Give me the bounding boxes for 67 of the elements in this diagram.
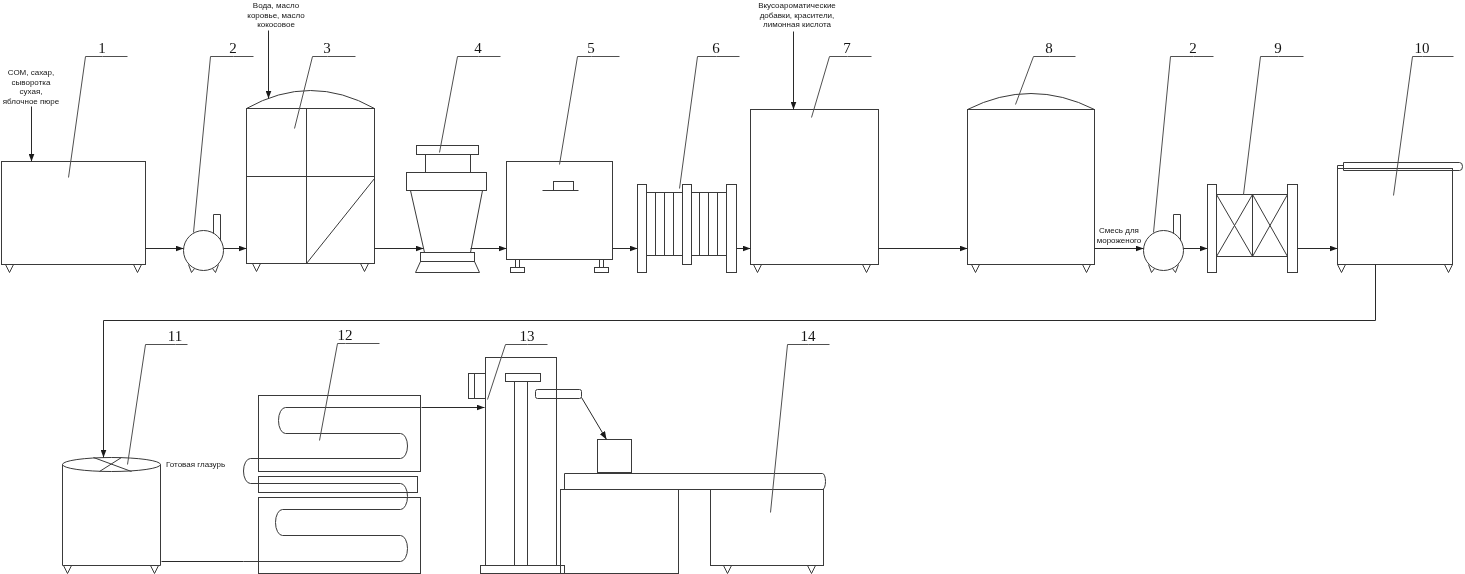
flow-arrow bbox=[421, 404, 485, 411]
flow-arrow bbox=[878, 245, 968, 252]
coil-unit bbox=[243, 395, 421, 573]
callout-number: 5 bbox=[587, 41, 595, 56]
plate-heat-exchanger bbox=[637, 184, 736, 272]
ingredient-note: СОМ, сахар, сыворотка сухая, яблочное пюре bbox=[2, 68, 60, 106]
callout-number: 12 bbox=[337, 328, 353, 343]
flow-arrow bbox=[265, 30, 272, 99]
leader-line bbox=[1243, 56, 1304, 195]
leader-line bbox=[294, 56, 356, 129]
flow-arrow bbox=[145, 245, 184, 252]
leader-line bbox=[439, 56, 501, 153]
small-unit bbox=[597, 439, 632, 473]
leader-line bbox=[487, 344, 548, 400]
mixing-tank bbox=[246, 90, 375, 272]
flow-arrow bbox=[470, 245, 507, 252]
lidded-tank bbox=[61, 457, 162, 574]
ingredient-note: Вкусоароматические добавки, красители, лимонная кислота bbox=[754, 1, 840, 30]
flow-arrow bbox=[790, 31, 797, 110]
leader-line bbox=[1393, 56, 1454, 196]
pump-symbol bbox=[1143, 214, 1183, 272]
flow-arrow bbox=[374, 245, 424, 252]
flow-arrow bbox=[1183, 245, 1208, 252]
leader-line bbox=[1015, 56, 1076, 105]
callout-number: 2 bbox=[229, 41, 237, 56]
flow-arrow bbox=[612, 245, 638, 252]
pump-symbol bbox=[183, 214, 223, 272]
tray-tank bbox=[1337, 162, 1464, 273]
callout-number: 13 bbox=[519, 329, 535, 344]
callout-number: 6 bbox=[712, 41, 720, 56]
product-label: Готовая глазурь bbox=[166, 460, 226, 470]
column-machine bbox=[468, 357, 581, 574]
callout-number: 14 bbox=[800, 329, 816, 344]
flow-arrow bbox=[223, 245, 247, 252]
callout-number: 1 bbox=[98, 41, 106, 56]
leader-line bbox=[1153, 56, 1214, 233]
leader-line bbox=[127, 344, 188, 465]
flow-arrow bbox=[28, 106, 35, 162]
callout-number: 9 bbox=[1274, 41, 1282, 56]
leader-line bbox=[68, 56, 128, 178]
flow-arrow bbox=[100, 264, 1376, 458]
leader-line bbox=[811, 56, 872, 118]
callout-number: 11 bbox=[167, 329, 183, 344]
leader-line bbox=[319, 343, 380, 441]
callout-number: 2 bbox=[1189, 41, 1197, 56]
flow-arrow bbox=[736, 245, 751, 252]
leader-line bbox=[770, 344, 830, 513]
callout-number: 8 bbox=[1045, 41, 1053, 56]
storage-tank bbox=[1, 161, 146, 273]
flow-arrow bbox=[1297, 245, 1338, 252]
callout-number: 3 bbox=[323, 41, 331, 56]
cabinet-machine bbox=[506, 161, 613, 272]
domed-tank bbox=[967, 93, 1095, 273]
crossed-plate-unit bbox=[1207, 184, 1297, 272]
leader-line bbox=[559, 56, 620, 165]
flow-arrow bbox=[1094, 245, 1144, 252]
pipe-line bbox=[161, 561, 244, 562]
tank bbox=[750, 109, 879, 273]
callout-number: 7 bbox=[843, 41, 851, 56]
conical-machine bbox=[406, 145, 486, 272]
leader-line bbox=[193, 56, 254, 233]
conveyor-table bbox=[560, 473, 826, 574]
callout-number: 4 bbox=[474, 41, 482, 56]
ingredient-note: Вода, масло коровье, масло кокосовое bbox=[240, 1, 312, 30]
edge-label: Смесь для мороженого bbox=[1095, 226, 1143, 245]
leader-line bbox=[679, 56, 740, 189]
callout-number: 10 bbox=[1414, 41, 1430, 56]
